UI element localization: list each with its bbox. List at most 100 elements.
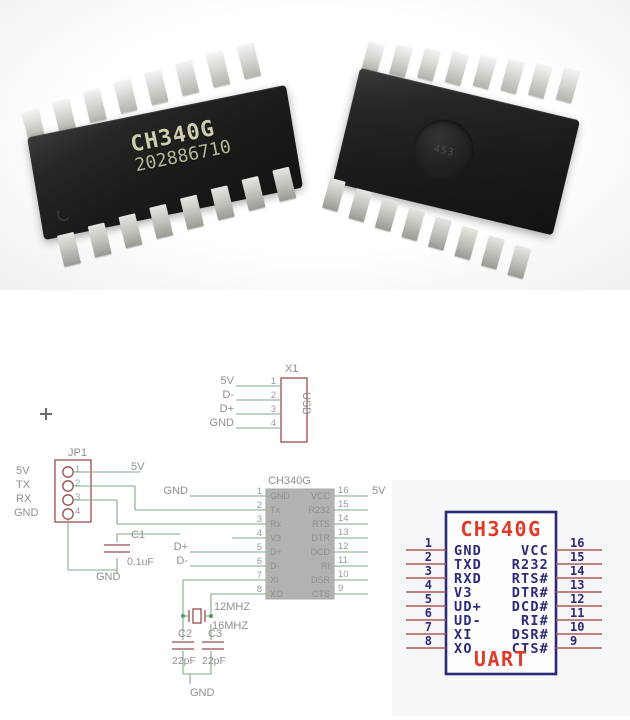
ic-net-gnd: GND: [164, 485, 189, 497]
pinout-right-name-9: CTS#: [512, 641, 549, 657]
ic-left-pin-2: 2: [257, 500, 262, 511]
origin-marker: [40, 408, 52, 420]
crystal-value-alt: 16MHZ: [212, 620, 248, 632]
usb-net-2: D-: [222, 389, 234, 401]
ic-left-name-3: Rx: [270, 519, 281, 529]
jp1-5v-label: 5V: [131, 461, 145, 473]
ic-ref: CH340G: [268, 475, 311, 487]
ic-left-pin-8: 8: [257, 584, 262, 595]
ic-right-pin-10: 10: [338, 569, 349, 580]
pinout-left-name-4: V3: [454, 585, 473, 601]
chip-pin: [144, 69, 169, 106]
chip-pin: [401, 206, 426, 242]
ic-left-pin-7: 7: [257, 570, 262, 581]
pinout-right-num-11: 11: [570, 606, 584, 620]
schematic-ic: CH340G 1 2 3 4 5 6 7 8 GND: [164, 475, 386, 600]
pinout-right-name-10: DSR#: [512, 627, 549, 643]
jp1-net-4: GND: [14, 507, 39, 519]
pinout-left-num-5: 5: [425, 592, 432, 606]
ic-right-pin-14: 14: [338, 513, 349, 524]
ic-left-name-1: GND: [270, 491, 291, 501]
chip-pin: [427, 216, 452, 251]
pinout-title: CH340G: [460, 517, 541, 541]
ic-left-name-7: XI: [270, 575, 279, 585]
jp1-ref: JP1: [68, 447, 87, 459]
pinout-right-num-9: 9: [570, 634, 577, 648]
c3-value: 22pF: [202, 655, 226, 667]
chip-pin: [528, 62, 553, 99]
pinout-right-num-14: 14: [570, 564, 584, 578]
ic-right-name-14: RTS: [312, 519, 330, 529]
chip-pin: [454, 225, 479, 261]
pinout-left-name-2: TXD: [454, 557, 482, 573]
c1-ref: C1: [131, 529, 145, 541]
ic-right-name-15: R232: [308, 505, 330, 515]
pinout-left-name-3: RXD: [454, 571, 482, 587]
usb-connector: X1 USB 5V D- D+ GND 1 2 3 4: [210, 363, 312, 443]
pinout-left-num-1: 1: [425, 536, 432, 550]
chip-pin: [500, 58, 525, 95]
jp1-pin-2: 2: [75, 478, 80, 489]
ic-right-name-16: VCC: [311, 491, 331, 501]
ic-right-pin-12: 12: [338, 541, 349, 552]
chip-pin: [175, 59, 200, 96]
product-photo: CH340G 202886710 453: [0, 0, 630, 290]
ic-vcc-net: 5V: [372, 485, 386, 497]
jp1-net-1: 5V: [16, 465, 30, 477]
capacitor-c1: C1 0.1uF GND: [96, 529, 180, 583]
usb-pin-2: 2: [271, 390, 276, 401]
chip-pin: [56, 231, 81, 267]
gnd-label-2: GND: [190, 687, 215, 699]
usb-pin-3: 3: [271, 404, 276, 415]
ic-left-pin-1: 1: [257, 486, 262, 497]
schematic: .w{stroke:#7faa86;stroke-width:1.1;fill:…: [0, 352, 398, 720]
pinout-left-name-6: UD-: [454, 613, 482, 629]
chip-pin: [322, 177, 346, 212]
usb-net-4: GND: [210, 417, 235, 429]
jp1-net-2: TX: [16, 479, 31, 491]
pinout-right-num-16: 16: [570, 536, 584, 550]
pinout-right-num-15: 15: [570, 550, 584, 564]
chip-pin: [82, 87, 107, 123]
ic-right-pin-11: 11: [338, 555, 348, 566]
jp1-pin-3: 3: [75, 492, 80, 503]
chip-pin: [389, 43, 413, 78]
pinout-right-num-13: 13: [570, 578, 584, 592]
pinout-right-num-12: 12: [570, 592, 584, 606]
pinout-right-name-14: RTS#: [512, 571, 549, 587]
chip-pin: [87, 222, 112, 258]
chip-pin: [480, 235, 505, 270]
ic-left-pin-4: 4: [257, 528, 262, 539]
pinout-right-name-15: R232: [512, 557, 549, 573]
header-jp1: JP1 5V TX RX GND 1 2 3 4 5V: [14, 447, 253, 571]
usb-pin-1: 1: [271, 376, 276, 387]
ic-right-pin-13: 13: [338, 527, 349, 538]
pinout-box: [444, 510, 558, 676]
usb-net-3: D+: [220, 403, 234, 415]
pinout-left-num-4: 4: [425, 578, 432, 592]
chip-pin: [444, 50, 469, 86]
pinout-right-name-16: VCC: [521, 543, 549, 559]
pinout-left-num-3: 3: [425, 564, 432, 578]
jp1-pin-4: 4: [75, 506, 80, 517]
chip-right: 453: [295, 2, 630, 290]
chip-pin: [507, 244, 532, 279]
pinout-right-num-10: 10: [570, 620, 584, 634]
chip-pin: [236, 42, 262, 80]
pinout-right-name-11: RI#: [521, 613, 549, 629]
ic-left-name-5: D+: [270, 547, 282, 557]
pinout-right-name-13: DTR#: [512, 585, 549, 601]
c2-value: 22pF: [172, 655, 196, 667]
chip-pin: [555, 67, 581, 104]
ic-right-pin-16: 16: [338, 485, 349, 496]
crystal-network: 12MHZ 16MHZ C2 22pF C3 22pF GND: [172, 579, 250, 699]
ic-left-pin-3: 3: [257, 514, 262, 525]
chip-pin: [348, 188, 373, 223]
pinout-left-name-8: XO: [454, 641, 473, 657]
chip-pin: [205, 50, 231, 88]
usb-ref: X1: [285, 363, 298, 375]
ic-right-name-10: DSR: [311, 575, 331, 585]
ic-left-name-6: D-: [270, 561, 280, 571]
ic-net-dminus: D-: [176, 555, 188, 567]
